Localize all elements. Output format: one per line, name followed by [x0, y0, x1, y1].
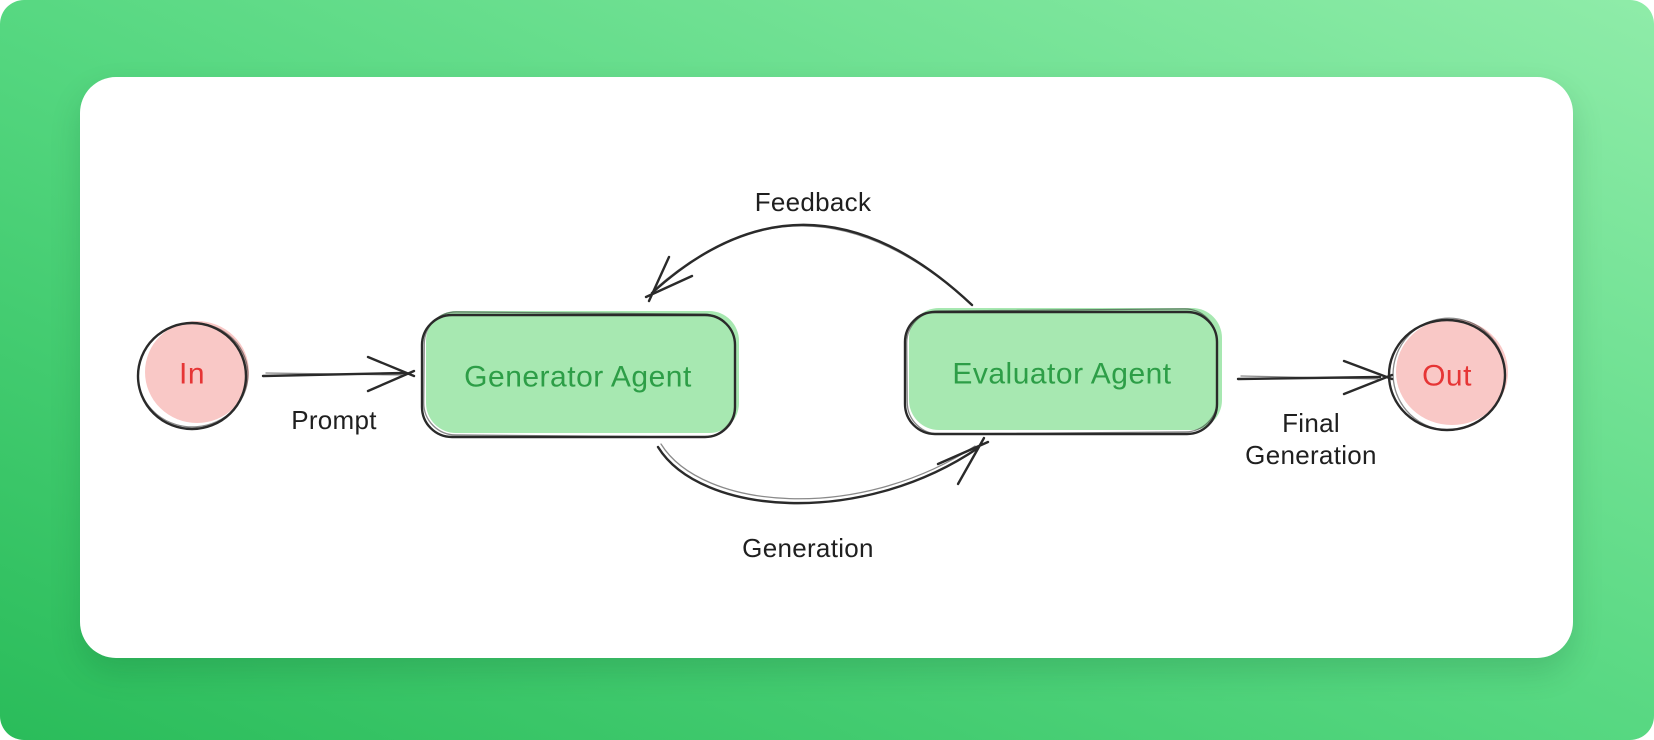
- node-generator-label: Generator Agent: [464, 361, 692, 394]
- edge-feedback-curve-sketch: [654, 225, 971, 304]
- node-in-outline-sketch: [137, 322, 249, 428]
- node-generator-fill: [426, 311, 739, 433]
- diagram-card: [80, 77, 1573, 658]
- edge-final-generation-line-sketch: [1240, 375, 1379, 380]
- node-in-label: In: [179, 358, 205, 391]
- node-out: Out: [1387, 317, 1508, 432]
- node-evaluator-fill: [909, 308, 1222, 430]
- edge-generation-curve-sketch: [660, 443, 976, 500]
- edge-prompt-arrowhead: [366, 355, 416, 393]
- edge-generation-curve: [656, 445, 980, 505]
- edge-generation-label: Generation: [742, 533, 874, 563]
- node-generator-outline-sketch: [423, 311, 736, 438]
- node-evaluator-label: Evaluator Agent: [952, 358, 1171, 391]
- edge-prompt-line-sketch: [265, 372, 403, 376]
- node-evaluator: Evaluator Agent: [903, 308, 1222, 436]
- edge-final-generation: Final Generation: [1236, 359, 1394, 470]
- edge-generation: Generation: [656, 436, 990, 563]
- edge-prompt-label: Prompt: [291, 405, 377, 435]
- node-out-outline-sketch: [1392, 317, 1506, 431]
- edge-feedback-label: Feedback: [755, 187, 872, 217]
- edge-feedback-arrowhead: [644, 255, 694, 303]
- edge-final-generation-label-line2: Generation: [1245, 440, 1377, 470]
- node-out-label: Out: [1422, 360, 1472, 393]
- edge-generation-arrowhead: [936, 436, 990, 486]
- node-in-fill: [145, 321, 249, 423]
- edge-feedback-curve: [650, 223, 974, 307]
- edge-final-generation-label-line1: Final: [1282, 408, 1340, 438]
- edge-feedback: Feedback: [644, 187, 974, 307]
- node-generator: Generator Agent: [420, 311, 739, 439]
- edge-prompt: Prompt: [261, 355, 416, 435]
- edge-final-generation-arrowhead: [1342, 359, 1394, 396]
- node-evaluator-outline-sketch: [906, 308, 1218, 435]
- node-out-fill: [1396, 319, 1508, 425]
- node-in: In: [136, 321, 249, 431]
